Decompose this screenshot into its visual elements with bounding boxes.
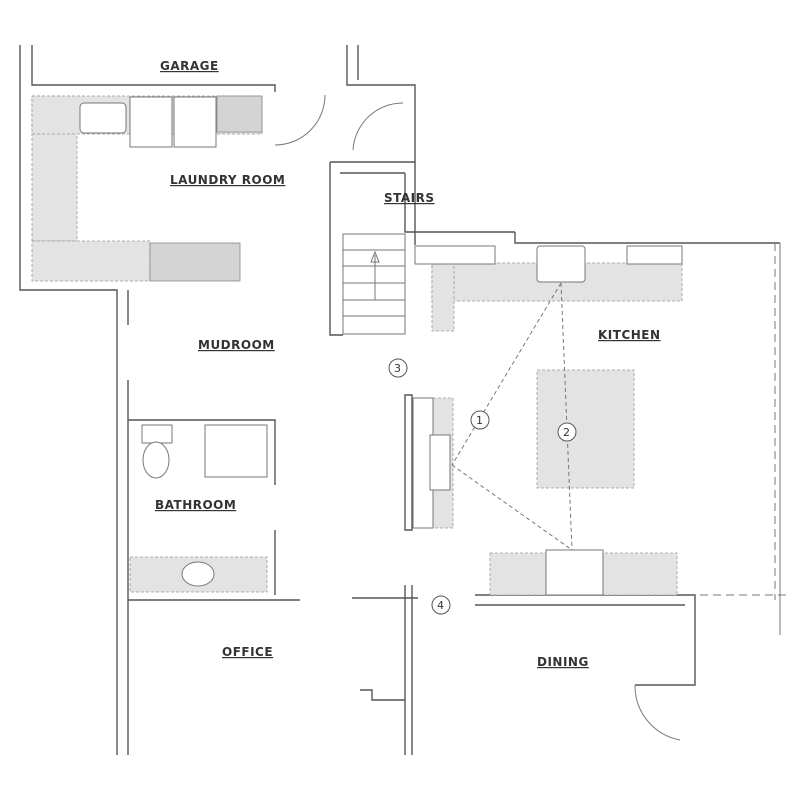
laundry-counters bbox=[31, 95, 263, 282]
room-label-laundry: LAUNDRY ROOM bbox=[170, 173, 285, 187]
bathroom-fixtures bbox=[129, 424, 268, 593]
room-label-kitchen: KITCHEN bbox=[598, 328, 661, 342]
door-swing bbox=[274, 94, 326, 146]
svg-text:2: 2 bbox=[563, 426, 570, 439]
shower bbox=[204, 424, 268, 478]
bathroom-sink bbox=[181, 561, 215, 587]
door-swing bbox=[352, 102, 404, 151]
svg-text:3: 3 bbox=[394, 362, 401, 375]
room-label-dining: DINING bbox=[537, 655, 589, 669]
svg-text:4: 4 bbox=[437, 599, 444, 612]
marker-1: 1 bbox=[470, 410, 490, 430]
staircase bbox=[342, 233, 406, 335]
marker-4: 4 bbox=[431, 595, 451, 615]
kitchen-island bbox=[536, 369, 635, 489]
cooktop bbox=[429, 434, 451, 491]
room-label-office: OFFICE bbox=[222, 645, 273, 659]
kitchen-sink bbox=[536, 245, 586, 283]
dryer bbox=[173, 96, 217, 148]
work-triangle bbox=[451, 282, 573, 551]
marker-3: 3 bbox=[388, 358, 408, 378]
room-label-garage: GARAGE bbox=[160, 59, 219, 73]
toilet-bowl bbox=[142, 441, 170, 479]
walls bbox=[19, 45, 790, 755]
marker-2: 2 bbox=[557, 422, 577, 442]
door-swing bbox=[634, 684, 681, 741]
toilet-tank bbox=[141, 424, 173, 444]
refrigerator bbox=[545, 549, 604, 596]
svg-text:1: 1 bbox=[476, 414, 483, 427]
room-label-bathroom: BATHROOM bbox=[155, 498, 236, 512]
kitchen-counters bbox=[412, 245, 683, 596]
room-label-mudroom: MUDROOM bbox=[198, 338, 275, 352]
washer bbox=[129, 96, 173, 148]
laundry-sink bbox=[79, 102, 127, 134]
room-label-stairs: STAIRS bbox=[384, 191, 435, 205]
